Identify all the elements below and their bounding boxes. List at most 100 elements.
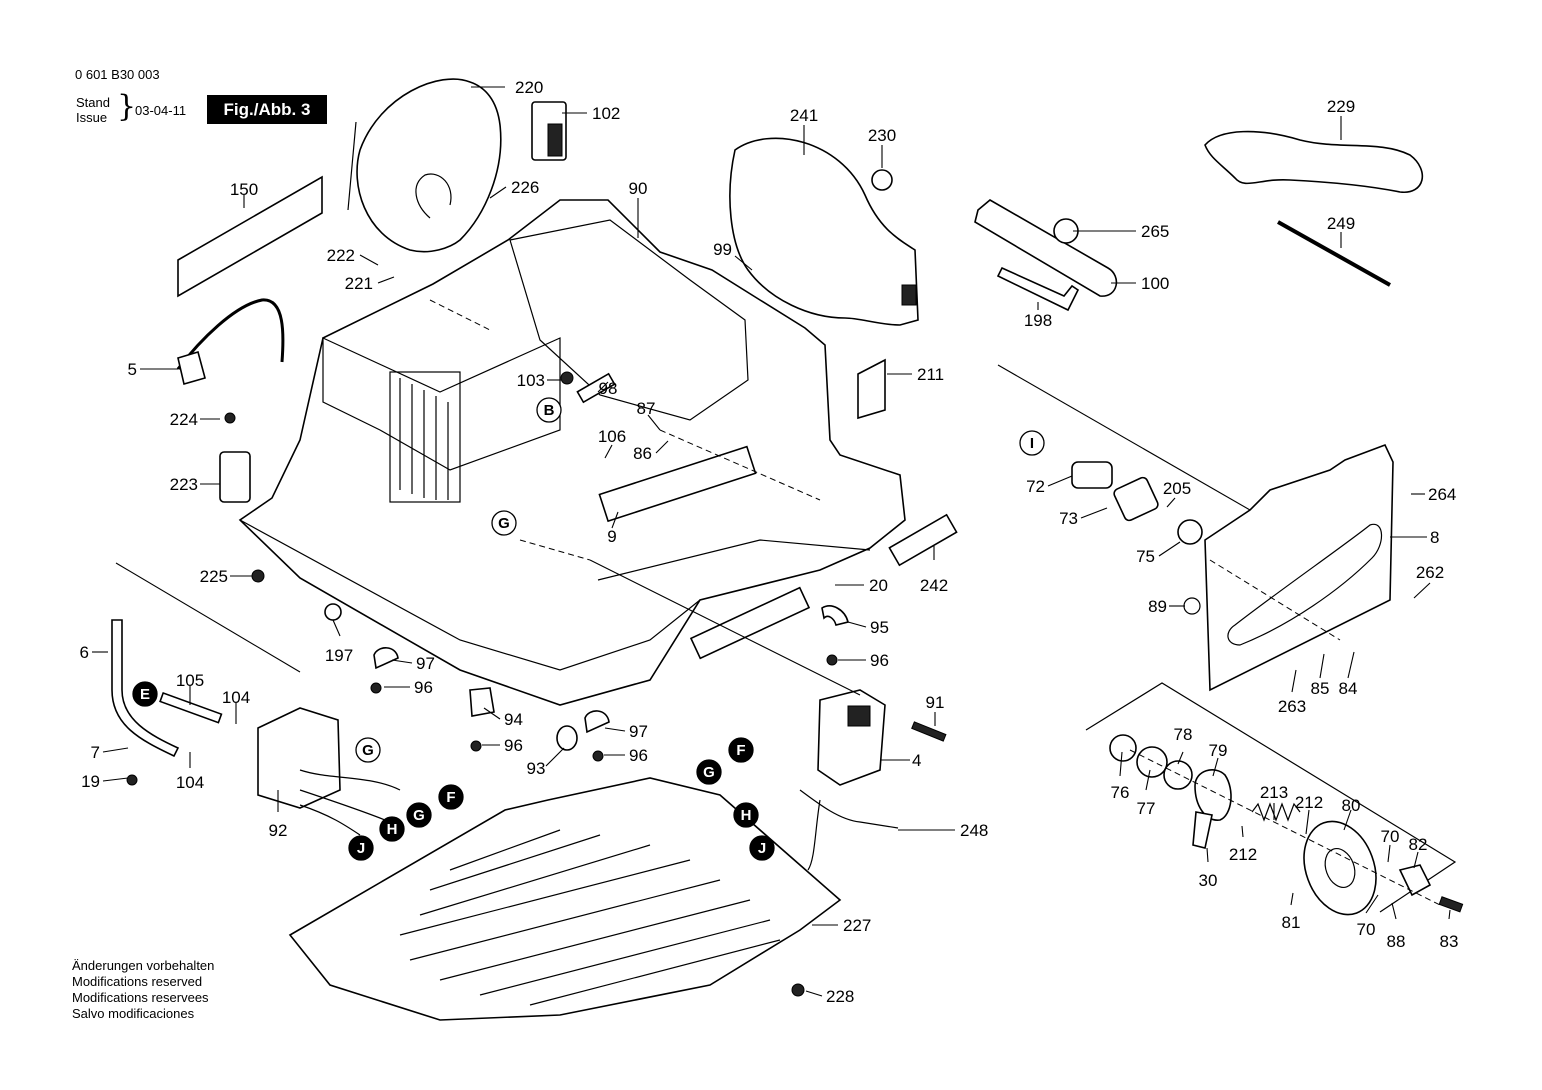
- part-90-base-lip: [239, 519, 701, 671]
- part-label-p-212a: 212: [1295, 793, 1323, 812]
- part-label-p-224: 224: [170, 410, 198, 429]
- modification-notes: Änderungen vorbehalten Modifications res…: [72, 958, 214, 1022]
- badge-I-knob: I: [1019, 430, 1045, 456]
- assembly-line-5: [1129, 749, 1441, 906]
- part-label-p-70a: 70: [1381, 827, 1400, 846]
- part-label-p-241: 241: [790, 106, 818, 125]
- part-label-p-77: 77: [1137, 799, 1156, 818]
- part-249-rod: [1277, 220, 1391, 287]
- leader-p-197: [332, 619, 341, 637]
- part-label-p-96c: 96: [504, 736, 523, 755]
- part-227-plate: [288, 777, 842, 1021]
- part-241-tab: [901, 284, 917, 306]
- part-label-p-7: 7: [91, 743, 100, 762]
- part-label-p-4: 4: [912, 751, 921, 770]
- part-label-p-213: 213: [1260, 783, 1288, 802]
- part-label-p-5: 5: [128, 360, 137, 379]
- part-label-p-221: 221: [345, 274, 373, 293]
- badge-J-switch-letter: J: [758, 840, 766, 857]
- badge-F-switch: F: [728, 737, 754, 763]
- part-90-vent: [389, 371, 461, 503]
- part-102-clip: [547, 123, 563, 157]
- part-label-p-93: 93: [527, 759, 546, 778]
- badge-H-box-letter: H: [387, 821, 398, 838]
- part-label-p-75: 75: [1136, 547, 1155, 566]
- part-label-p-98: 98: [599, 379, 618, 398]
- part-label-p-105: 105: [176, 671, 204, 690]
- assembly-line-3: [519, 539, 591, 561]
- leader-p-222: [359, 254, 379, 266]
- part-230-knob: [871, 169, 893, 191]
- part-label-p-228: 228: [826, 987, 854, 1006]
- badge-G-wire-letter: G: [413, 807, 425, 824]
- leader-p-95: [847, 621, 867, 628]
- part-label-p-94: 94: [504, 710, 523, 729]
- badge-F-box-letter: F: [446, 789, 455, 806]
- leader-p-83: [1448, 909, 1451, 920]
- badge-G-base-letter: G: [498, 515, 510, 532]
- part-label-p-95: 95: [870, 618, 889, 637]
- part-78-nut: [1163, 760, 1193, 790]
- leader-p-106: [604, 444, 613, 459]
- leader-p-82: [1413, 851, 1419, 869]
- badge-G-wire: G: [406, 802, 432, 828]
- part-label-p-103: 103: [517, 371, 545, 390]
- leader-p-80: [1343, 809, 1352, 831]
- part-75-washer: [1177, 519, 1203, 545]
- part-20-label: [689, 586, 811, 660]
- issue-label: Issue: [76, 110, 108, 125]
- part-248-cable: [799, 789, 899, 871]
- part-228-screw: [791, 983, 805, 997]
- part-label-p-79: 79: [1209, 741, 1228, 760]
- part-223-clip: [219, 451, 251, 503]
- note-french: Modifications reservees: [72, 990, 209, 1005]
- part-label-p-9: 9: [607, 527, 616, 546]
- part-220-edge: [347, 121, 357, 211]
- part-227-slots: [399, 829, 781, 1006]
- part-211-label: [857, 358, 886, 420]
- leader-p-221: [377, 276, 395, 284]
- part-label-p-104b: 104: [176, 773, 204, 792]
- leader-p-86: [655, 440, 669, 454]
- leader-p-7: [102, 747, 129, 753]
- part-94-bracket: [469, 687, 495, 717]
- part-label-p-91: 91: [926, 693, 945, 712]
- part-96a-screw: [826, 654, 838, 666]
- leader-p-263: [1291, 669, 1297, 693]
- part-label-p-76: 76: [1111, 783, 1130, 802]
- part-label-p-198: 198: [1024, 311, 1052, 330]
- part-label-p-265: 265: [1141, 222, 1169, 241]
- leader-p-262: [1413, 582, 1431, 599]
- part-label-p-223: 223: [170, 475, 198, 494]
- leader-p-70b: [1365, 894, 1379, 914]
- badge-F-switch-letter: F: [736, 742, 745, 759]
- leader-line-6: [115, 562, 301, 673]
- part-229-handle: [1204, 130, 1424, 193]
- part-82-knob: [1398, 864, 1432, 897]
- part-8-plate: [1204, 443, 1394, 692]
- badge-E: E: [132, 681, 158, 707]
- part-label-p-84: 84: [1339, 679, 1358, 698]
- part-label-p-263: 263: [1278, 697, 1306, 716]
- part-100-wrench: [974, 199, 1118, 297]
- part-96d-screw: [592, 750, 604, 762]
- part-198-hexkey: [996, 266, 1080, 312]
- brace-glyph: }: [117, 89, 137, 124]
- part-label-p-20: 20: [869, 576, 888, 595]
- leader-p-81: [1290, 892, 1294, 906]
- assembly-line-1: [429, 299, 491, 331]
- leader-p-228: [805, 990, 823, 997]
- leader-p-77: [1145, 769, 1151, 791]
- leader-p-79: [1212, 757, 1219, 777]
- part-label-p-89: 89: [1148, 597, 1167, 616]
- part-label-p-92: 92: [269, 821, 288, 840]
- part-label-p-225: 225: [200, 567, 228, 586]
- note-english: Modifications reserved: [72, 974, 203, 989]
- part-90-tray: [597, 539, 871, 581]
- part-label-p-229: 229: [1327, 97, 1355, 116]
- part-label-p-227: 227: [843, 916, 871, 935]
- badge-G-switch: G: [696, 759, 722, 785]
- badge-H-switch: H: [733, 802, 759, 828]
